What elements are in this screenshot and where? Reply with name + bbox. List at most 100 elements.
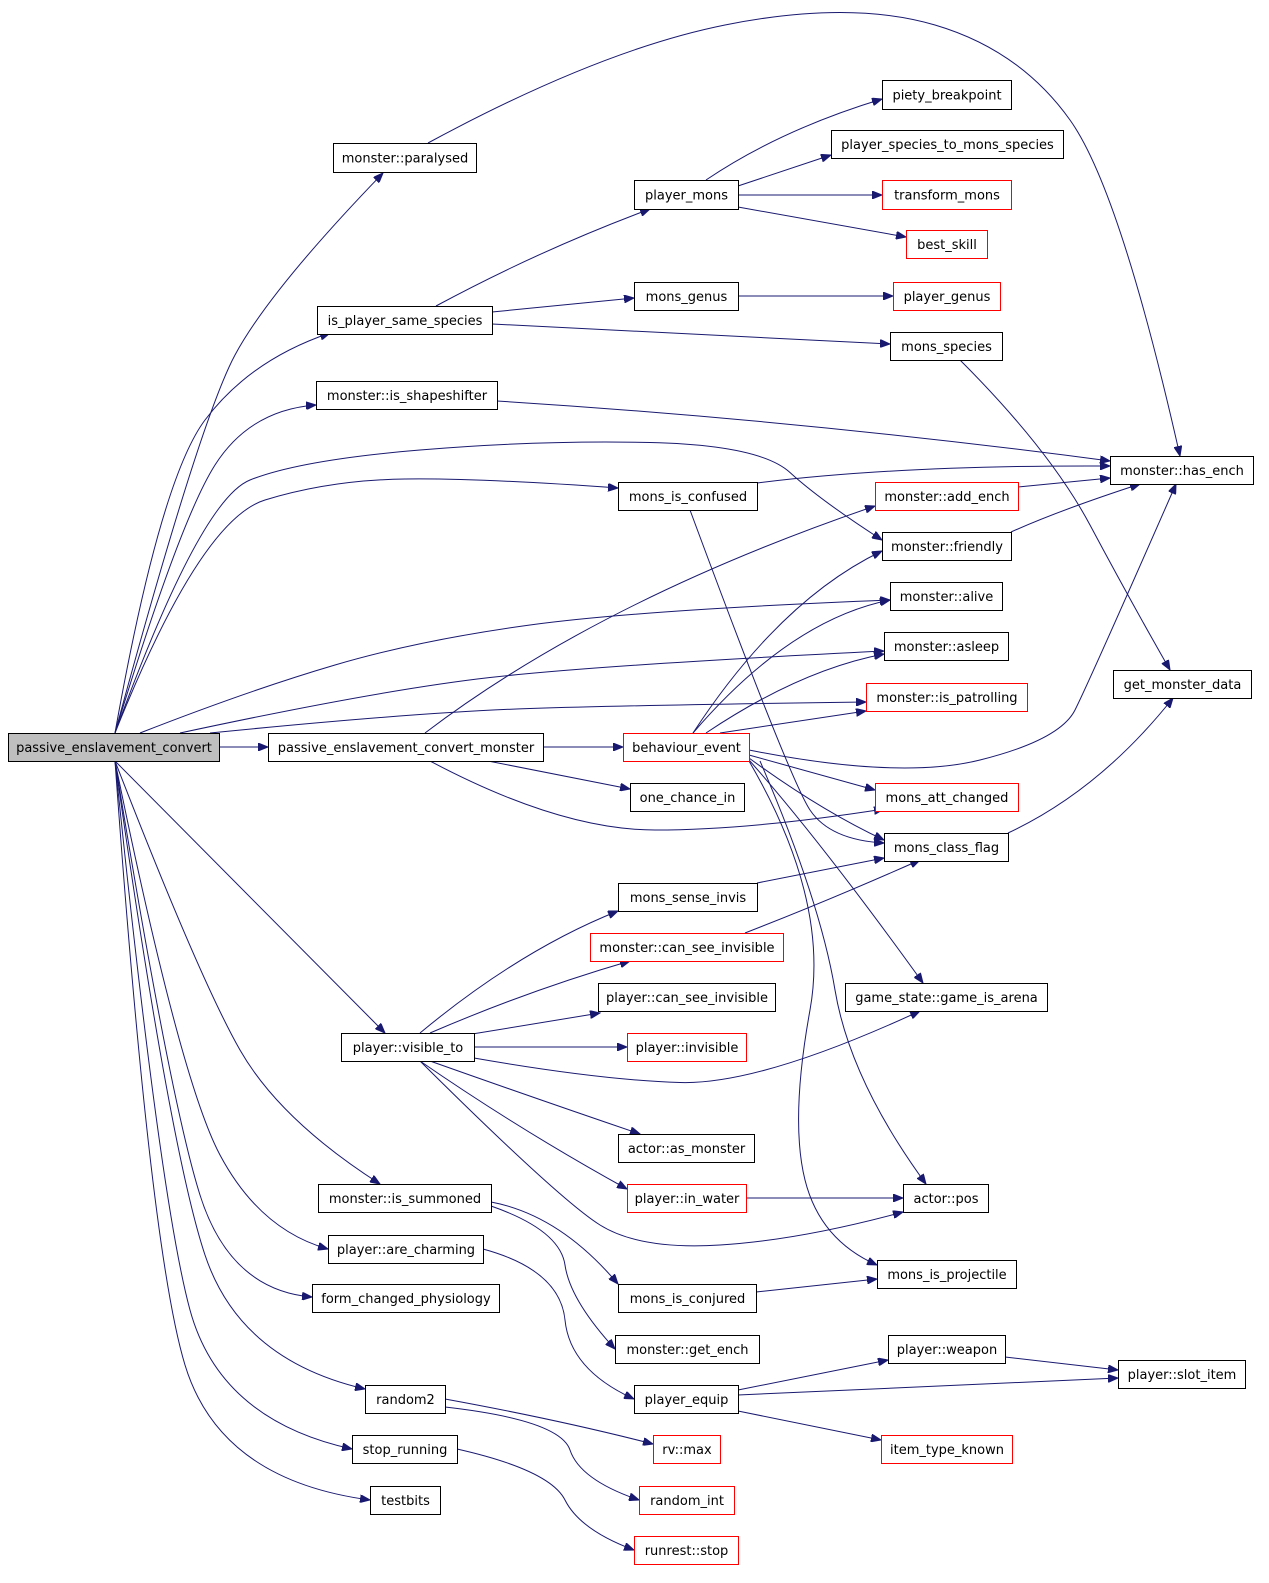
node-testbits[interactable]: testbits <box>370 1486 441 1515</box>
node-label: monster::alive <box>900 590 993 605</box>
node-mons-sense-invis[interactable]: mons_sense_invis <box>618 883 758 912</box>
node-game-is-arena[interactable]: game_state::game_is_arena <box>845 983 1048 1012</box>
node-player-weapon[interactable]: player::weapon <box>888 1335 1006 1364</box>
node-label: player::are_charming <box>337 1243 475 1258</box>
edge-root-to-form_changed <box>114 760 312 1297</box>
node-label: player::visible_to <box>353 1041 464 1056</box>
node-random2[interactable]: random2 <box>365 1385 446 1414</box>
node-mons-is-conjured[interactable]: mons_is_conjured <box>618 1284 757 1313</box>
edge-convert_monster-to-mons_att_changed <box>429 760 884 831</box>
node-mons-genus[interactable]: mons_genus <box>634 282 739 311</box>
node-mons-is-projectile[interactable]: mons_is_projectile <box>877 1260 1017 1289</box>
node-label: actor::as_monster <box>628 1142 746 1157</box>
node-stop-running[interactable]: stop_running <box>352 1435 458 1464</box>
node-invisible[interactable]: player::invisible <box>627 1033 747 1062</box>
node-item-type-known[interactable]: item_type_known <box>881 1435 1013 1464</box>
edge-root-to-stop_running <box>114 760 352 1449</box>
edge-is_player_same_species-to-player_mons <box>435 209 650 307</box>
node-rv-max[interactable]: rv::max <box>653 1435 721 1464</box>
node-box <box>882 532 1012 561</box>
edge-root-to-is_player_same_species <box>114 333 330 734</box>
node-asleep[interactable]: monster::asleep <box>884 632 1009 661</box>
node-label: player::in_water <box>635 1192 740 1207</box>
node-label: player_equip <box>645 1393 729 1408</box>
node-mons-class-flag[interactable]: mons_class_flag <box>884 833 1009 862</box>
node-is-shapeshifter[interactable]: monster::is_shapeshifter <box>316 381 498 410</box>
node-box <box>317 306 493 335</box>
edge-player_equip-to-item_type_known <box>737 1410 881 1440</box>
node-box <box>634 180 739 210</box>
node-mons-att-changed[interactable]: mons_att_changed <box>875 783 1019 812</box>
node-runrest-stop[interactable]: runrest::stop <box>634 1536 739 1565</box>
node-has-ench[interactable]: monster::has_ench <box>1110 456 1254 485</box>
node-piety-breakpoint[interactable]: piety_breakpoint <box>882 80 1012 110</box>
node-slot-item[interactable]: player::slot_item <box>1118 1360 1246 1389</box>
node-box <box>618 883 758 912</box>
edge-root-to-friendly <box>114 441 882 734</box>
edge-random2-to-rv_max <box>444 1398 653 1444</box>
node-form-changed[interactable]: form_changed_physiology <box>312 1284 500 1313</box>
node-label: game_state::game_is_arena <box>855 991 1038 1006</box>
node-label: monster::get_ench <box>626 1343 748 1358</box>
node-box <box>365 1385 446 1414</box>
node-paralysed[interactable]: monster::paralysed <box>333 143 477 173</box>
edge-behaviour_event-to-is_patrolling <box>719 711 866 734</box>
node-box <box>884 632 1009 661</box>
node-behaviour-event[interactable]: behaviour_event <box>623 733 750 762</box>
node-box <box>590 933 784 962</box>
node-best-skill[interactable]: best_skill <box>906 230 988 259</box>
node-convert-monster[interactable]: passive_enslavement_convert_monster <box>268 733 544 762</box>
node-actor-pos[interactable]: actor::pos <box>903 1184 989 1213</box>
node-root[interactable]: passive_enslavement_convert <box>8 733 220 762</box>
node-random-int[interactable]: random_int <box>639 1486 735 1515</box>
edge-mons_is_conjured-to-mons_is_projectile <box>755 1279 877 1293</box>
node-transform-mons[interactable]: transform_mons <box>882 180 1012 210</box>
node-is-patrolling[interactable]: monster::is_patrolling <box>866 683 1028 712</box>
node-visible-to[interactable]: player::visible_to <box>341 1033 475 1062</box>
edge-visible_to-to-can_see_invisible_p <box>459 1013 600 1037</box>
edge-add_ench-to-has_ench <box>1017 478 1110 488</box>
node-label: monster::has_ench <box>1120 464 1244 479</box>
node-are-charming[interactable]: player::are_charming <box>328 1235 484 1264</box>
node-label: mons_species <box>901 340 992 355</box>
node-species-to-mons[interactable]: player_species_to_mons_species <box>831 130 1064 159</box>
node-label: passive_enslavement_convert_monster <box>278 741 535 756</box>
node-one-chance-in[interactable]: one_chance_in <box>630 783 745 812</box>
edge-visible_to-to-can_see_invisible_m <box>429 961 630 1034</box>
node-label: piety_breakpoint <box>892 89 1001 104</box>
node-is-player-same-species[interactable]: is_player_same_species <box>317 306 493 335</box>
node-player-equip[interactable]: player_equip <box>634 1385 739 1414</box>
node-label: monster::paralysed <box>342 152 468 167</box>
node-can-see-invisible-p[interactable]: player::can_see_invisible <box>598 983 776 1012</box>
node-box <box>634 1536 739 1565</box>
node-player-mons[interactable]: player_mons <box>634 180 739 210</box>
node-label: player_mons <box>645 189 728 204</box>
node-label: mons_sense_invis <box>630 891 747 906</box>
node-box <box>884 833 1009 862</box>
node-mons-is-confused[interactable]: mons_is_confused <box>618 482 758 511</box>
node-get-ench[interactable]: monster::get_ench <box>615 1335 760 1364</box>
node-box <box>1118 1360 1246 1389</box>
edge-stop_running-to-runrest_stop <box>456 1448 634 1550</box>
node-box <box>639 1486 735 1515</box>
node-box <box>881 1435 1013 1464</box>
node-in-water[interactable]: player::in_water <box>627 1184 747 1213</box>
node-as-monster[interactable]: actor::as_monster <box>618 1134 755 1163</box>
edge-behaviour_event-to-friendly <box>692 551 882 734</box>
node-mons-species[interactable]: mons_species <box>890 332 1003 361</box>
node-label: monster::add_ench <box>884 490 1009 505</box>
node-alive[interactable]: monster::alive <box>890 582 1003 611</box>
node-box <box>634 282 739 311</box>
node-friendly[interactable]: monster::friendly <box>882 532 1012 561</box>
edge-visible_to-to-actor_pos <box>419 1060 903 1247</box>
node-box <box>328 1235 484 1264</box>
edge-root-to-is_patrolling <box>209 702 866 734</box>
node-is-summoned[interactable]: monster::is_summoned <box>318 1184 492 1213</box>
node-get-monster-data[interactable]: get_monster_data <box>1113 670 1252 699</box>
node-can-see-invisible-m[interactable]: monster::can_see_invisible <box>590 933 784 962</box>
node-add-ench[interactable]: monster::add_ench <box>875 482 1019 511</box>
node-box <box>341 1033 475 1062</box>
node-label: player_species_to_mons_species <box>841 138 1054 153</box>
edge-is_summoned-to-get_ench <box>490 1205 615 1349</box>
node-player-genus[interactable]: player_genus <box>893 282 1001 311</box>
